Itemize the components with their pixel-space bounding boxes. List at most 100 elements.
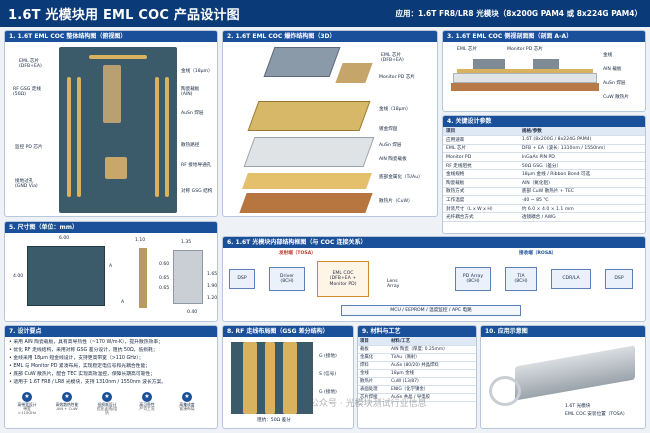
eml-chip	[103, 65, 121, 123]
dim-120: 1.20	[207, 296, 218, 301]
panel-title: 2. 1.6T EML COC 爆炸结构图（3D）	[223, 31, 437, 42]
row-value: 约 6.0 × 4.0 × 1.1 mm	[518, 204, 645, 214]
col-item: 项目	[443, 127, 519, 137]
table-row: 工作温度-40 ~ 85 ℃	[443, 195, 645, 205]
row-item: 芯片焊接	[358, 393, 390, 402]
row-item: RF 走线阻抗	[443, 161, 519, 171]
block-driver: Driver (8CH)	[269, 267, 305, 291]
star-icon: ★	[22, 392, 32, 402]
badge-title: 高集成度	[179, 402, 195, 407]
panel-rf-layout: 8. RF 走线布局图（GSG 差分结构） G (接地) S (信号) G (接…	[222, 325, 354, 429]
label-ausn: AuSn 焊层	[379, 143, 402, 148]
label-gsg: 对称 GSG 结构	[181, 189, 213, 194]
row-value: 1.6T (8x200G / 8x224G PAM4)	[518, 135, 645, 145]
xs-chip-mpd	[533, 59, 559, 69]
row-value: AlN（氮化铝）	[518, 178, 645, 188]
panel-title: 9. 材料与工艺	[358, 326, 476, 337]
fiber-loop-icon	[489, 376, 521, 406]
block-cdr: CDR/LA	[551, 269, 591, 289]
table-row: 光纤耦合方式透镜耦合 / AWG	[443, 212, 645, 223]
row-item: 工作温度	[443, 195, 519, 205]
row-item: 应用速率	[443, 135, 519, 145]
dim-height: 4.00	[13, 274, 24, 279]
block-mcu-bus: MCU / EEPROM / 温度监控 / APC 电路	[341, 305, 521, 316]
panel-title: 8. RF 走线布局图（GSG 差分结构）	[223, 326, 353, 337]
layer-heatsink	[239, 193, 373, 213]
feature-badge: ★低损耗设计优化走线/阻抗	[95, 392, 119, 416]
design-point: • 优化 RF 走线结构，采用对称 GSG 差分设计，阻抗 50Ω，低损耗；	[9, 348, 158, 353]
design-point: • 采用 AlN 陶瓷载板，具有高导热性（~170 W/m·K），提升散热效率；	[9, 340, 163, 345]
row-value: DFB + EA（波长: 1310nm / 1550nm）	[518, 144, 645, 154]
label-eml: EML 芯片	[457, 47, 478, 52]
block-dsp-rx: DSP	[605, 269, 633, 289]
top-view-image	[59, 47, 177, 213]
feature-badge: ★高集成度紧凑布局	[175, 392, 199, 411]
row-item: 金线	[358, 369, 390, 378]
label-wire: 金线	[603, 53, 613, 58]
dim-width: 6.00	[59, 236, 70, 241]
design-point: • 适用于 1.6T FR8 / LR8 光模块，支持 1310nm / 155…	[9, 380, 167, 385]
label-coc: EML COC 安装位置（TOSA）	[565, 412, 628, 417]
block-tia: TIA (8CH)	[505, 267, 537, 291]
label-aln: AlN 陶瓷载板	[379, 157, 407, 162]
block-dsp-tx: DSP	[229, 269, 255, 289]
layer-bottom	[242, 173, 372, 189]
row-item: 焊料	[358, 361, 390, 370]
row-value: AuSn (80/20) 共晶焊料	[389, 361, 476, 370]
dim-065b: 0.65	[159, 286, 170, 291]
layer-pads	[247, 101, 371, 131]
label-metal: 镀金焊盘	[379, 127, 398, 132]
mpd-chip	[105, 157, 127, 179]
dim-060: 0.60	[159, 262, 170, 267]
label-mpd: Monitor PD 芯片	[379, 75, 415, 80]
dim-thickness: 1.10	[135, 238, 146, 243]
dim-a-right: A	[121, 300, 125, 305]
label-ausn: AuSn 焊层	[181, 111, 204, 116]
badge-title: 高效散热性能	[55, 402, 79, 407]
row-item: 表面处理	[358, 385, 390, 394]
panel-application: 10. 应用示意图 1.6T 光模块 EML COC 安装位置（TOSA）	[480, 325, 646, 429]
xs-chip-eml	[473, 59, 505, 69]
table-row: 封装尺寸（L x W x H）约 6.0 × 4.0 × 1.1 mm	[443, 204, 645, 214]
dim-040: 0.40	[187, 310, 198, 315]
panel-block-diagram: 6. 1.6T 光模块内部结构框图（与 COC 连接关系） 发射端（TOSA） …	[222, 236, 646, 322]
label-module: 1.6T 光模块	[565, 404, 591, 409]
dim-065a: 0.65	[159, 276, 170, 281]
label-g1: G (接地)	[319, 354, 337, 359]
row-item: Monitor PD	[443, 152, 519, 162]
layer-eml	[263, 47, 341, 77]
block-pd-array: PD Array (8CH)	[455, 267, 491, 291]
row-value: -40 ~ 85 ℃	[518, 195, 645, 205]
panel-exploded-view: 2. 1.6T EML COC 爆炸结构图（3D） EML 芯片 (DFB+EA…	[222, 30, 438, 217]
tx-label: 发射端（TOSA）	[279, 251, 316, 256]
application-note: 应用：1.6T FR8/LR8 光模块（8x200G PAM4 或 8x224G…	[395, 9, 642, 18]
layer-aln	[243, 137, 375, 167]
label-mpd: Monitor PD 芯片	[507, 47, 543, 52]
label-via: 接地过孔 (GND Via)	[15, 179, 38, 190]
star-icon: ★	[182, 392, 192, 402]
label-heat: 散热路径	[181, 143, 200, 148]
panel-title: 7. 设计要点	[5, 326, 217, 337]
row-value: CuW (13/87)	[389, 377, 476, 386]
row-value: ENIG（化学镍金）	[389, 385, 476, 394]
panel-title: 6. 1.6T 光模块内部结构框图（与 COC 连接关系）	[223, 237, 645, 248]
feature-badge: ★高带宽设计带宽 >110GHz	[15, 392, 39, 416]
row-item: 散热片	[358, 377, 390, 386]
rx-label: 接收端（ROSA）	[519, 251, 557, 256]
xs-aln	[453, 73, 597, 83]
row-value: 18μm 金线	[389, 369, 476, 378]
design-point: • 金线采用 18μm 短金线设计，支持更高带宽（>110 GHz）；	[9, 356, 144, 361]
col-item: 项目	[358, 337, 390, 346]
header-bar: 1.6T 光模块用 EML COC 产品设计图 应用：1.6T FR8/LR8 …	[0, 0, 650, 27]
label-eml: EML 芯片 (DFB+EA)	[381, 53, 404, 64]
star-icon: ★	[102, 392, 112, 402]
panel-title: 5. 尺寸图（单位：mm）	[5, 222, 217, 233]
